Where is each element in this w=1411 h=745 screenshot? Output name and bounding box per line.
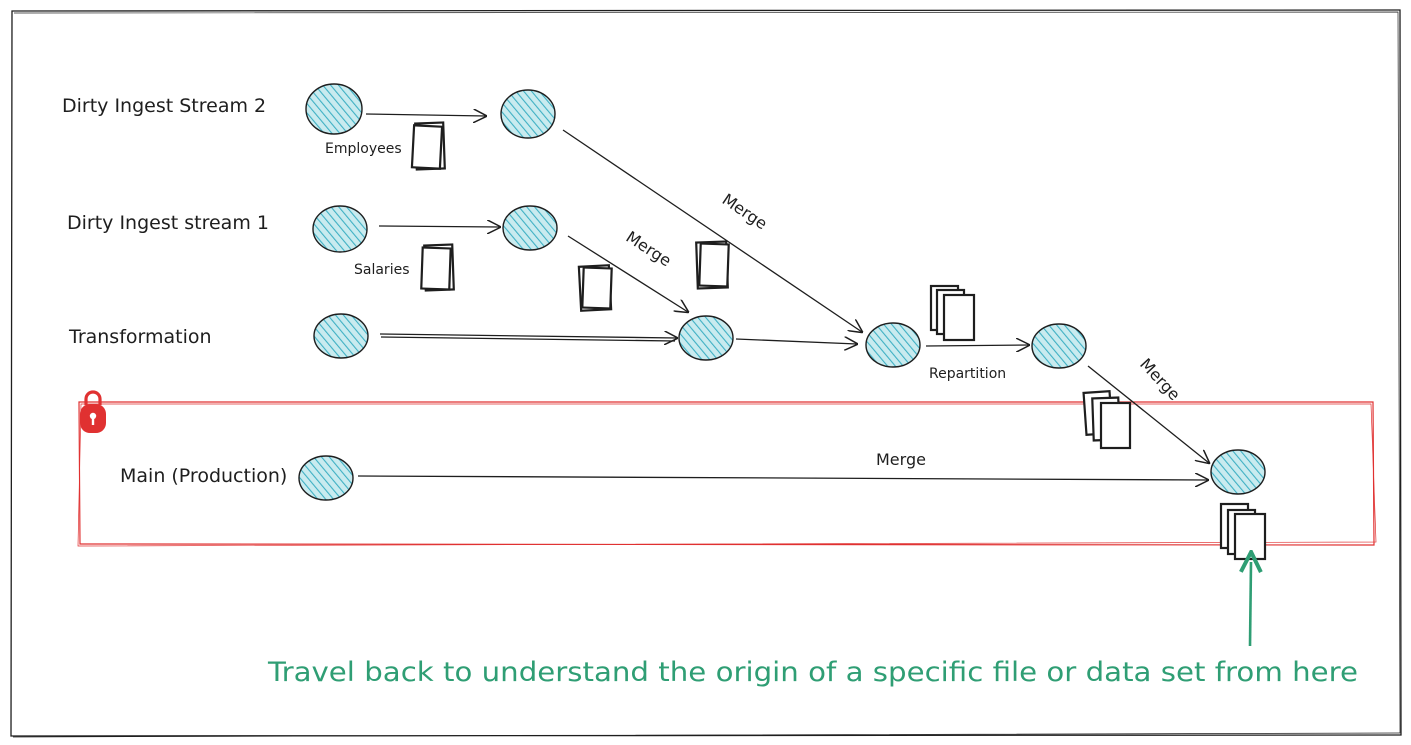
commit-node <box>865 322 921 368</box>
commit-node <box>1210 449 1266 495</box>
edge-dirty2-merge <box>562 129 862 332</box>
stream-label-main: Main (Production) <box>120 465 287 487</box>
commit-node <box>312 205 368 253</box>
edge-label-employees: Employees <box>325 141 402 157</box>
edge-label-merge-main-line: Merge <box>876 450 926 469</box>
document-stack-icon <box>929 284 976 342</box>
edge-transform-next <box>735 339 857 344</box>
commit-node <box>502 205 558 251</box>
document-icon <box>420 243 455 292</box>
protected-branch-region <box>77 401 1377 547</box>
outer-frame <box>10 9 1402 738</box>
edge-label-merge-stream2: Merge <box>719 190 771 234</box>
edge-main-line <box>357 476 1208 480</box>
document-stack-icon <box>1082 389 1132 450</box>
document-stack-icon <box>1219 502 1267 561</box>
commit-node <box>678 315 734 361</box>
edge-label-repartition: Repartition <box>929 366 1006 382</box>
travel-back-note: Travel back to understand the origin of … <box>267 657 1358 688</box>
edge-label-merge-stream1: Merge <box>623 227 675 270</box>
edge-label-merge-to-main: Merge <box>1136 355 1184 404</box>
stream-label-dirty-ingest-2: Dirty Ingest Stream 2 <box>62 95 266 117</box>
document-icon <box>695 240 730 290</box>
edge-label-salaries: Salaries <box>354 262 410 278</box>
edge-dirty2-commit <box>365 114 486 116</box>
commit-node <box>1031 323 1087 369</box>
commit-node <box>298 455 354 501</box>
edge-repartition <box>925 345 1029 346</box>
edge-transform-commit-2 <box>380 336 676 342</box>
edges <box>357 114 1209 480</box>
stream-label-transformation: Transformation <box>68 326 212 348</box>
edge-dirty1-merge <box>567 235 688 312</box>
commit-node <box>305 83 363 135</box>
edge-merge-to-main <box>1087 365 1209 463</box>
document-icon <box>410 121 446 171</box>
commit-nodes <box>298 83 1266 501</box>
document-icon <box>577 264 613 312</box>
edge-dirty1-commit <box>378 226 500 227</box>
lock-icon <box>80 390 106 433</box>
commit-node <box>500 89 556 139</box>
stream-label-dirty-ingest-1: Dirty Ingest stream 1 <box>67 212 269 234</box>
arrow-up-icon <box>1250 562 1251 647</box>
edge-transform-commit <box>379 334 677 338</box>
commit-node <box>313 313 369 359</box>
